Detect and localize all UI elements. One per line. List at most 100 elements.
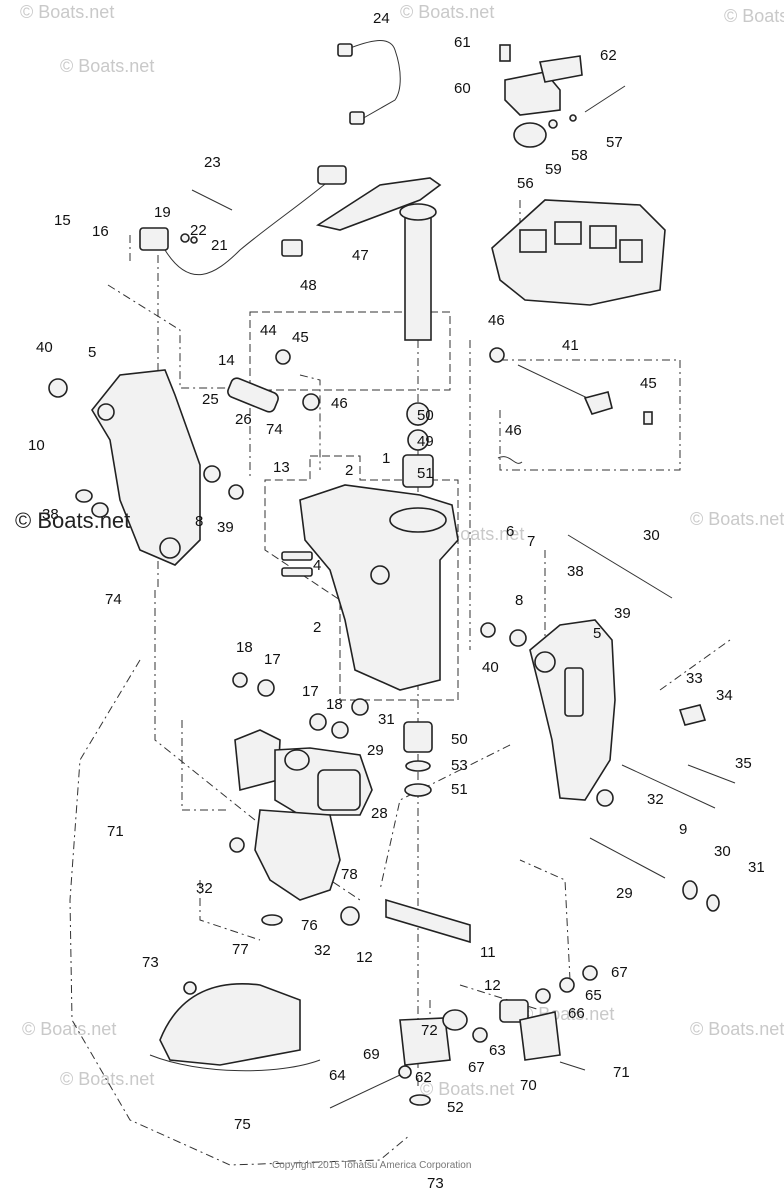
callout: 66	[568, 1005, 585, 1022]
callout: 9	[679, 821, 687, 838]
callout: 17	[264, 651, 281, 668]
callout: 59	[545, 161, 562, 178]
callout: 17	[302, 683, 319, 700]
callout: 19	[154, 204, 171, 221]
callout: 12	[484, 977, 501, 994]
callout: 67	[468, 1059, 485, 1076]
callout: 32	[647, 791, 664, 808]
callout: 74	[105, 591, 122, 608]
callout: 38	[567, 563, 584, 580]
callout: 2	[345, 462, 353, 479]
callout: 56	[517, 175, 534, 192]
callout: 34	[716, 687, 733, 704]
copyright-text: Copyright 2015 Tohatsu America Corporati…	[272, 1160, 471, 1171]
callout: 25	[202, 391, 219, 408]
callout: 46	[331, 395, 348, 412]
part-engine-base	[491, 199, 666, 306]
callout: 32	[314, 942, 331, 959]
callout: 65	[585, 987, 602, 1004]
group-boxes	[249, 311, 459, 701]
callout: 57	[606, 134, 623, 151]
callout: 53	[451, 757, 468, 774]
callout: 48	[300, 277, 317, 294]
callout: 5	[593, 625, 601, 642]
callout: 51	[451, 781, 468, 798]
callout: 52	[447, 1099, 464, 1116]
callout: 29	[367, 742, 384, 759]
callout: 73	[142, 954, 159, 971]
callout: 51	[417, 465, 434, 482]
watermark: © Boats.net	[400, 2, 494, 22]
callout: 21	[211, 237, 228, 254]
part-switch	[139, 165, 347, 276]
watermark: © Boats.net	[420, 1079, 514, 1099]
callout: 31	[378, 711, 395, 728]
callout: 76	[301, 917, 318, 934]
callout: 69	[363, 1046, 380, 1063]
callout: 13	[273, 459, 290, 476]
callout: 7	[527, 533, 535, 550]
callout: 41	[562, 337, 579, 354]
callout: 6	[506, 523, 514, 540]
watermark: © Boats.net	[724, 6, 784, 26]
callout: 44	[260, 322, 277, 339]
callout: 77	[232, 941, 249, 958]
callout: 8	[515, 592, 523, 609]
callout: 31	[748, 859, 765, 876]
watermark: © Boats.net	[690, 1019, 784, 1039]
callout: 38	[42, 506, 59, 523]
callout: 26	[235, 411, 252, 428]
callout: 5	[88, 344, 96, 361]
watermark: © Boats.net	[60, 56, 154, 76]
callout: 58	[571, 147, 588, 164]
callout: 33	[686, 670, 703, 687]
callout: 61	[454, 34, 471, 51]
part-tilt-lock	[329, 965, 598, 1109]
callout: 40	[482, 659, 499, 676]
part-right-bracket	[480, 534, 673, 801]
callout: 39	[614, 605, 631, 622]
callout: 50	[417, 407, 434, 424]
part-swivel-case	[281, 484, 459, 716]
callout: 39	[217, 519, 234, 536]
watermark: © Boats.net	[22, 1019, 116, 1039]
callout: 70	[520, 1077, 537, 1094]
callout: 75	[234, 1116, 251, 1133]
watermark: © Boats.net	[20, 2, 114, 22]
callout: 15	[54, 212, 71, 229]
callout: 10	[28, 437, 45, 454]
callout: 24	[373, 10, 390, 27]
part-harness	[337, 40, 401, 125]
callout: 28	[371, 805, 388, 822]
leader-lines	[69, 200, 731, 1166]
callout: 45	[292, 329, 309, 346]
part-bushings	[403, 721, 433, 797]
callout: 47	[352, 247, 369, 264]
callout: 63	[489, 1042, 506, 1059]
part-plate	[385, 898, 471, 944]
watermark: © Boats.net	[690, 509, 784, 529]
callout: 30	[714, 843, 731, 860]
callout: 71	[613, 1064, 630, 1081]
callout: 64	[329, 1067, 346, 1084]
callout: 49	[417, 433, 434, 450]
callout: 12	[356, 949, 373, 966]
callout: 67	[611, 964, 628, 981]
callout: 46	[488, 312, 505, 329]
part-left-bracket	[48, 369, 244, 566]
part-tubes	[589, 704, 736, 912]
callout: 78	[341, 866, 358, 883]
callout: 29	[616, 885, 633, 902]
callout: 62	[415, 1069, 432, 1086]
callout: 46	[505, 422, 522, 439]
callout: 32	[196, 880, 213, 897]
callout: 71	[107, 823, 124, 840]
callout: 4	[313, 557, 321, 574]
callout: 18	[326, 696, 343, 713]
part-small-items	[227, 347, 505, 413]
callout: 16	[92, 223, 109, 240]
callout: 62	[600, 47, 617, 64]
part-trim-unit	[229, 672, 373, 926]
main-watermark: © Boats.net	[15, 508, 130, 533]
